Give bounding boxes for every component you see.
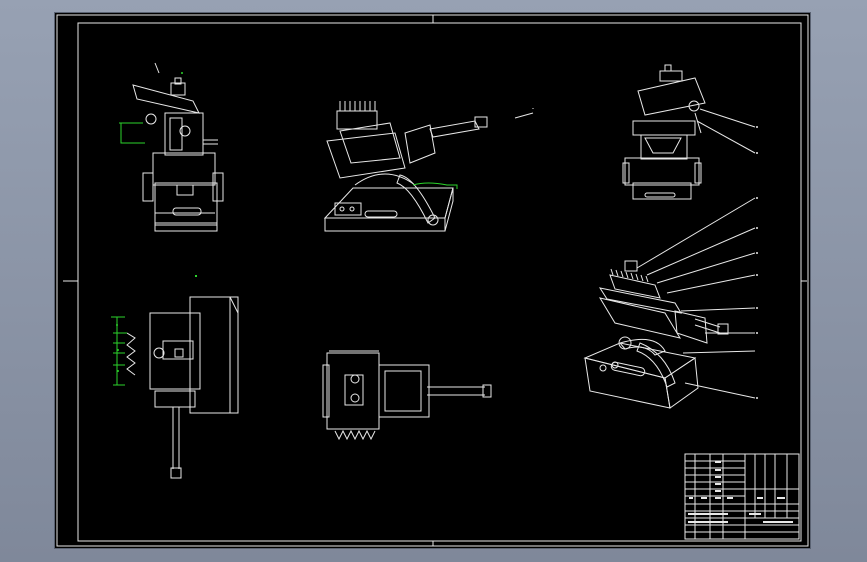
inner-border [77,22,802,542]
plan-view-center-bottom [322,350,492,441]
drawing-canvas [56,14,809,547]
leader-labels [756,126,758,399]
section-view-left [111,275,239,479]
cad-viewport[interactable] [55,13,810,548]
side-elevation-top-right [622,64,756,200]
isometric-assembly-right [583,197,756,409]
title-block [684,453,800,540]
isometric-center-top [323,101,534,232]
front-elevation-top-left [119,62,224,232]
